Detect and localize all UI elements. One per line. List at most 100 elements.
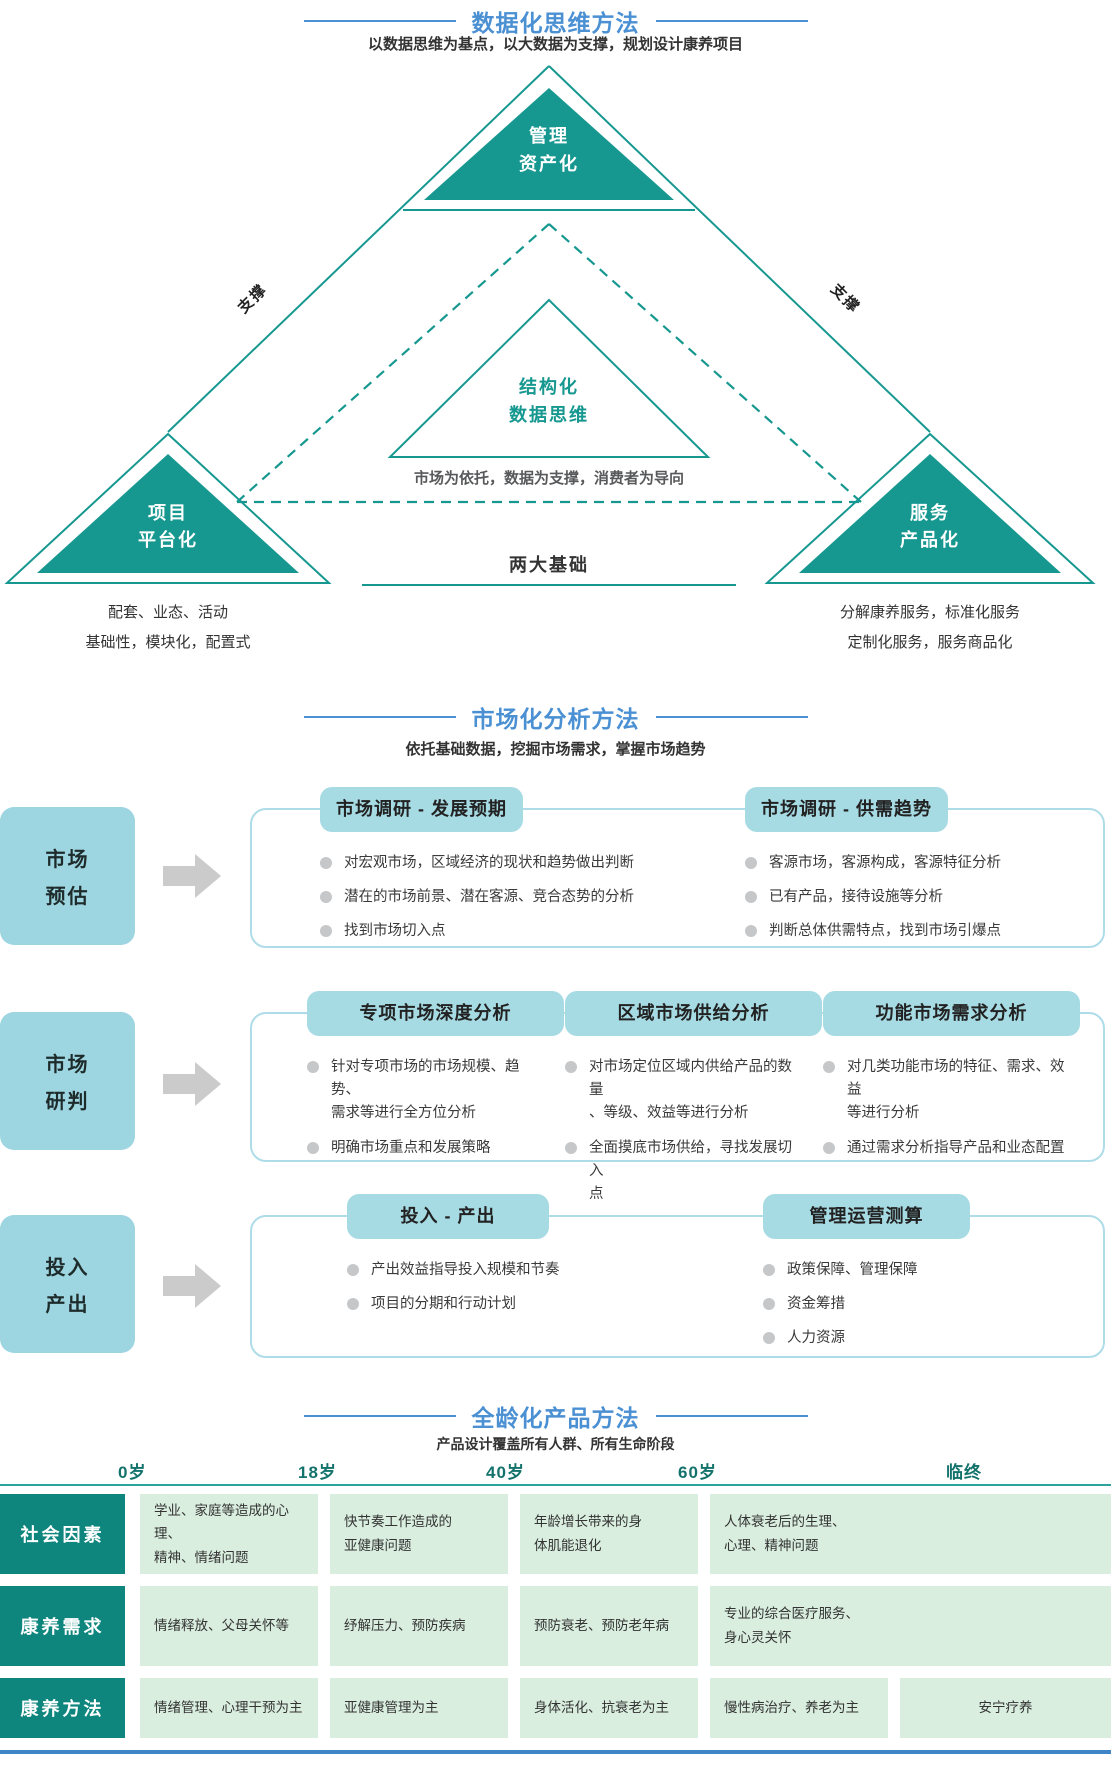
- market-section-subtitle: 依托基础数据，挖掘市场需求，掌握市场趋势: [405, 741, 706, 758]
- title-line-left: [303, 1415, 456, 1417]
- bullet-dot-icon: [745, 891, 757, 904]
- pill-regional-supply-analysis: 区域市场供给分析: [565, 991, 822, 1036]
- middle-triangle-label-2: 数据思维: [509, 404, 589, 425]
- pyramid-right-side: [548, 65, 931, 433]
- row-header: 康养方法: [0, 1678, 125, 1738]
- panel-column: 专项市场深度分析 针对专项市场的市场规模、趋势、 需求等进行全方位分析 明确市场…: [307, 991, 564, 1160]
- left-triangle-label-1: 项目: [148, 503, 188, 523]
- title-line-right: [655, 20, 808, 22]
- table-cell: 年龄增长带来的身 体肌能退化: [520, 1494, 698, 1574]
- age-label-0: 0岁: [118, 1463, 147, 1482]
- right-triangle-label-2: 产品化: [900, 529, 960, 550]
- right-arrow-icon: [163, 1264, 221, 1308]
- table-row-social-factors: 社会因素 学业、家庭等造成的心理、 精神、情绪问题 快节奏工作造成的 亚健康问题…: [0, 1494, 1111, 1574]
- table-cell: 亚健康管理为主: [330, 1678, 508, 1738]
- table-cell: 快节奏工作造成的 亚健康问题: [330, 1494, 508, 1574]
- pill-functional-demand-analysis: 功能市场需求分析: [823, 991, 1080, 1036]
- pill-special-market-analysis: 专项市场深度分析: [307, 991, 564, 1036]
- market-section-header: 市场化分析方法: [0, 700, 1111, 734]
- bullet-dot-icon: [763, 1264, 775, 1276]
- data-section-title: 数据化思维方法: [471, 10, 640, 36]
- bullet-dot-icon: [745, 857, 757, 869]
- dashed-left-side: [236, 223, 550, 503]
- panel-column: 市场调研 - 发展预期 对宏观市场，区域经济的现状和趋势做出判断 潜在的市场前景…: [320, 787, 720, 946]
- top-triangle-label-2: 资产化: [519, 153, 579, 174]
- bullet-item: 对几类功能市场的特征、需求、效益 等进行分析: [823, 1056, 1073, 1126]
- bullet-item: 针对专项市场的市场规模、趋势、 需求等进行全方位分析: [307, 1056, 542, 1126]
- age-label-end: 临终: [946, 1463, 982, 1482]
- row-header: 康养需求: [0, 1586, 125, 1666]
- table-cell: 学业、家庭等造成的心理、 精神、情绪问题: [140, 1494, 318, 1574]
- pill-market-research-supply-demand: 市场调研 - 供需趋势: [745, 787, 948, 832]
- bullet-item: 人力资源: [763, 1327, 1013, 1350]
- top-triangle: [424, 88, 674, 200]
- dashed-right-side: [548, 223, 862, 503]
- bullet-item: 客源市场，客源构成，客源特征分析: [745, 852, 1035, 875]
- bullet-dot-icon: [347, 1298, 359, 1311]
- bullet-item: 全面摸底市场供给，寻找发展切入 点: [565, 1137, 800, 1207]
- bullet-dot-icon: [307, 1141, 319, 1154]
- row-label-line: 产出: [45, 1294, 90, 1316]
- middle-caption: 市场为依托，数据为支撑，消费者为导向: [414, 469, 684, 487]
- bullet-item: 产出效益指导投入规模和节奏: [347, 1259, 647, 1282]
- table-cell: 预防衰老、预防老年病: [520, 1586, 698, 1666]
- row-label-market-forecast: 市场 预估: [0, 807, 135, 945]
- bottom-border-line: [0, 1750, 1111, 1754]
- data-section-header: 数据化思维方法: [0, 4, 1111, 38]
- middle-triangle-label-1: 结构化: [519, 376, 579, 397]
- input-output-panel: 投入 - 产出 产出效益指导投入规模和节奏 项目的分期和行动计划 管理运营测算 …: [250, 1194, 1105, 1358]
- product-section-subtitle: 产品设计覆盖所有人群、所有生命阶段: [436, 1436, 675, 1452]
- row-label-line: 市场: [45, 849, 90, 871]
- bullet-item: 对市场定位区域内供给产品的数量 、等级、效益等进行分析: [565, 1056, 800, 1126]
- support-label-left: 支撑: [233, 280, 270, 317]
- panel-column: 区域市场供给分析 对市场定位区域内供给产品的数量 、等级、效益等进行分析 全面摸…: [565, 991, 822, 1202]
- support-label-right: 支撑: [826, 279, 863, 316]
- table-cell: 安宁疗养: [900, 1678, 1111, 1738]
- pill-market-research-development: 市场调研 - 发展预期: [320, 787, 523, 832]
- bullet-list: 针对专项市场的市场规模、趋势、 需求等进行全方位分析 明确市场重点和发展策略: [307, 1056, 542, 1171]
- left-triangle-label-2: 平台化: [138, 529, 198, 550]
- bullet-dot-icon: [565, 1061, 577, 1073]
- bullet-item: 资金筹措: [763, 1293, 1013, 1316]
- right-arrow-icon: [163, 854, 221, 898]
- row-label-line: 预估: [45, 886, 90, 908]
- bullet-item: 对宏观市场，区域经济的现状和趋势做出判断: [320, 852, 720, 875]
- bullet-dot-icon: [347, 1264, 359, 1276]
- table-cell: 人体衰老后的生理、 心理、精神问题: [710, 1494, 1111, 1574]
- bullet-dot-icon: [823, 1141, 835, 1154]
- panel-column: 市场调研 - 供需趋势 客源市场，客源构成，客源特征分析 已有产品，接待设施等分…: [745, 787, 1035, 946]
- right-triangle: [799, 454, 1061, 573]
- bullet-item: 通过需求分析指导产品和业态配置: [823, 1137, 1073, 1160]
- bullet-dot-icon: [320, 925, 332, 938]
- bullet-item: 已有产品，接待设施等分析: [745, 886, 1035, 909]
- title-line-left: [303, 20, 456, 22]
- bullet-item: 政策保障、管理保障: [763, 1259, 1013, 1282]
- right-arrow-icon: [163, 1062, 221, 1106]
- table-cell: 情绪管理、心理干预为主: [140, 1678, 318, 1738]
- pyramid-left-side: [167, 65, 550, 433]
- base-caption: 两大基础: [509, 554, 589, 575]
- bullet-item: 明确市场重点和发展策略: [307, 1137, 542, 1160]
- table-cell: 慢性病治疗、养老为主: [710, 1678, 888, 1738]
- right-triangle-label-1: 服务: [910, 502, 950, 523]
- pill-input-output: 投入 - 产出: [347, 1194, 549, 1239]
- table-cell: 纾解压力、预防疾病: [330, 1586, 508, 1666]
- bullet-list: 产出效益指导投入规模和节奏 项目的分期和行动计划: [347, 1259, 647, 1327]
- age-axis-line: [0, 1484, 1111, 1486]
- row-label-line: 投入: [45, 1257, 90, 1279]
- panel-column: 管理运营测算 政策保障、管理保障 资金筹措 人力资源: [763, 1194, 1013, 1356]
- right-outline-triangle: [764, 432, 1096, 584]
- row-label-market-judgement: 市场 研判: [0, 1012, 135, 1150]
- product-section-title: 全龄化产品方法: [471, 1405, 640, 1431]
- table-row-wellness-methods: 康养方法 情绪管理、心理干预为主 亚健康管理为主 身体活化、抗衰老为主 慢性病治…: [0, 1678, 1111, 1738]
- left-note-1: 配套、业态、活动: [108, 604, 228, 621]
- row-label-input-output: 投入 产出: [0, 1215, 135, 1353]
- age-label-40: 40岁: [486, 1463, 525, 1482]
- top-triangle-label-1: 管理: [529, 125, 569, 146]
- title-line-left: [303, 716, 456, 718]
- left-note-2: 基础性，模块化，配置式: [85, 634, 250, 651]
- title-line-right: [655, 716, 808, 718]
- market-section-title: 市场化分析方法: [471, 706, 640, 732]
- table-row-wellness-needs: 康养需求 情绪释放、父母关怀等 纾解压力、预防疾病 预防衰老、预防老年病 专业的…: [0, 1586, 1111, 1666]
- bullet-dot-icon: [320, 857, 332, 869]
